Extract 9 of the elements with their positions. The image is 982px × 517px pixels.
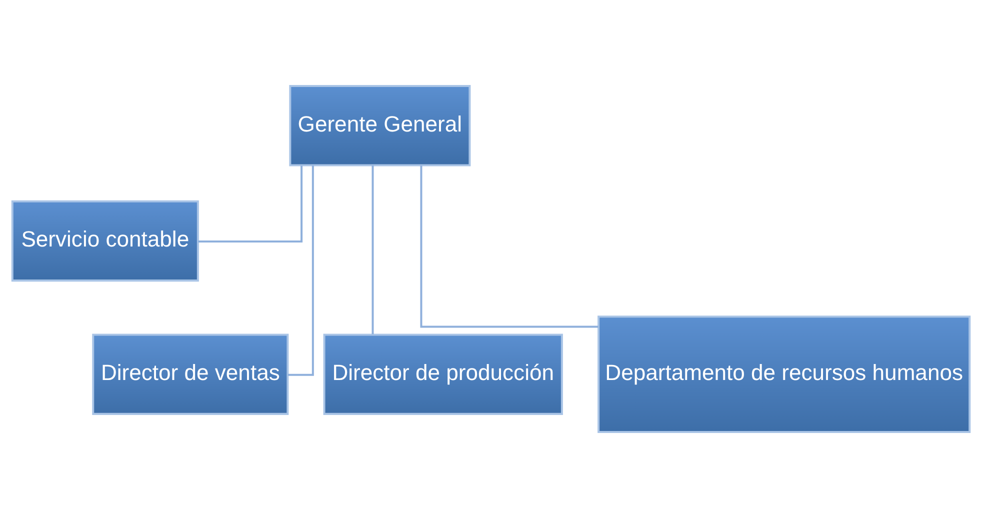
- node-box: Servicio contable: [11, 200, 199, 282]
- connector: [198, 164, 303, 242]
- node-box: Gerente General: [289, 84, 471, 166]
- node-box: Director de ventas: [92, 333, 289, 414]
- node-box: Departamento de recursos humanos: [598, 315, 971, 432]
- node-box: Director de producción: [323, 333, 563, 414]
- connector: [372, 164, 374, 334]
- connector: [288, 164, 314, 376]
- connector: [420, 164, 598, 328]
